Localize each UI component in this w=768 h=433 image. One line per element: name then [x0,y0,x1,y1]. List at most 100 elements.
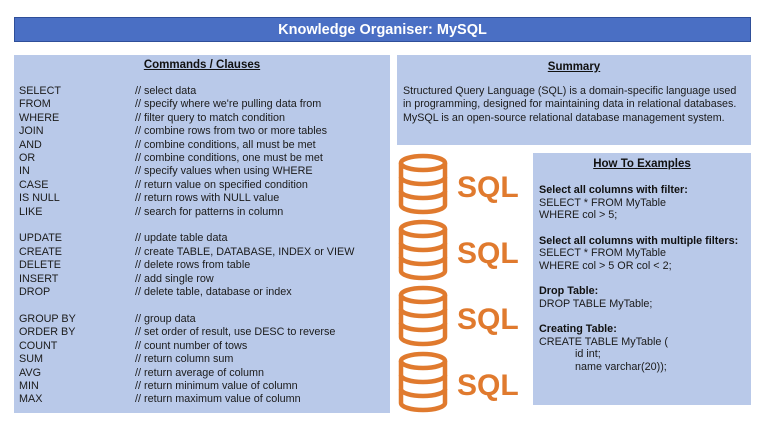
command-name: CASE [19,178,49,191]
command-description: // combine conditions, all must be met [135,138,316,151]
command-row: IS NULL// return rows with NULL value [19,192,386,205]
commands-heading: Commands / Clauses [143,59,261,71]
command-row: INSERT // add single row [19,273,386,286]
command-name: GROUP BY [19,312,76,325]
command-name: INSERT [19,272,59,285]
database-icon: SQL [398,153,519,215]
command-name: SUM [19,353,43,366]
example-block: Creating Table:CREATE TABLE MyTable ( id… [539,323,747,373]
command-description: // return maximum value of column [135,393,301,406]
example-code-line: WHERE col > 5 OR col < 2; [539,259,672,272]
command-row: IN // specify values when using WHERE [19,165,386,178]
command-description: // add single row [135,272,214,285]
command-description: // return minimum value of column [135,379,298,392]
command-row: LIKE // search for patterns in column [19,206,386,219]
command-description: // create TABLE, DATABASE, INDEX or VIEW [135,245,355,258]
command-name: MIN [19,379,39,392]
sql-database-icon: SQL [397,285,527,349]
sql-icons-column: SQL SQL SQL SQL [397,153,527,413]
example-code-line: WHERE col > 5; [539,209,618,221]
command-row: WHERE // filter query to match condition [19,112,386,125]
command-description: // delete rows from table [135,259,251,272]
command-description: // group data [135,312,196,325]
command-row: JOIN // combine rows from two or more tab… [19,125,386,138]
command-row: MAX // return maximum value of column [19,393,386,406]
summary-text: Structured Query Language (SQL) is a dom… [403,85,737,124]
command-description: // return value on specified condition [135,178,308,191]
database-icon: SQL [398,219,519,281]
command-name: COUNT [19,339,58,352]
command-row: CASE // return value on specified conditi… [19,179,386,192]
database-icon: SQL [398,351,519,413]
example-code-line: SELECT * FROM MyTable [539,196,666,209]
examples-list: Select all columns with filter:SELECT * … [539,184,747,386]
examples-heading: How To Examples [593,158,691,170]
command-description: // combine conditions, one must be met [135,152,323,165]
command-name: CREATE [19,245,62,258]
command-row: FROM // specify where we're pulling data … [19,98,386,111]
command-row: CREATE // create TABLE, DATABASE, INDEX o… [19,246,386,259]
command-description: // update table data [135,232,228,245]
command-name: LIKE [19,205,43,218]
command-name: AND [19,138,42,151]
sql-database-icon: SQL [397,219,527,283]
page-title: Knowledge Organiser: MySQL [14,17,751,42]
command-row: SUM // return column sum [19,353,386,366]
command-description: // return average of column [135,366,265,379]
command-name: WHERE [19,111,60,124]
summary-panel: Summary Structured Query Language (SQL) … [397,55,751,145]
command-name: IN [19,165,30,178]
command-description: // specify values when using WHERE [135,165,313,178]
example-title: Creating Table: [539,323,617,335]
example-code-line: id int; [539,348,601,360]
command-name: JOIN [19,125,44,138]
command-row: AVG // return average of column [19,367,386,380]
command-row: AND // combine conditions, all must be me… [19,139,386,152]
example-block: Drop Table:DROP TABLE MyTable; [539,285,747,310]
example-title: Select all columns with multiple filters… [539,234,739,247]
command-name: DELETE [19,259,62,272]
command-description: // filter query to match condition [135,111,286,124]
command-row: DROP // delete table, database or index [19,286,386,299]
command-description: // return rows with NULL value [135,192,280,205]
command-name: SELECT [19,85,62,97]
summary-heading: Summary [547,61,601,73]
sql-label: SQL [457,171,519,204]
sql-database-icon: SQL [397,153,527,217]
command-name: AVG [19,366,41,379]
example-block: Select all columns with filter:SELECT * … [539,184,747,222]
example-code-line: SELECT * FROM MyTable [539,247,666,259]
command-name: OR [19,152,36,165]
command-description: // combine rows from two or more tables [135,125,328,138]
command-name: FROM [19,98,51,111]
command-row: GROUP BY // group data [19,313,386,326]
command-name: DROP [19,286,51,299]
command-name: UPDATE [19,232,62,245]
command-row: UPDATE // update table data [19,232,386,245]
example-code-line: name varchar(20)); [539,360,667,373]
database-icon: SQL [398,285,519,347]
command-name: MAX [19,393,43,406]
command-description: // specify where we're pulling data from [135,98,322,111]
command-row: COUNT // count number of tows [19,340,386,353]
command-description: // set order of result, use DESC to reve… [135,326,336,339]
example-code-line: CREATE TABLE MyTable ( [539,335,668,348]
command-name: ORDER BY [19,326,76,339]
example-block: Select all columns with multiple filters… [539,235,747,273]
sql-label: SQL [457,237,519,270]
sql-label: SQL [457,303,519,336]
examples-panel: How To Examples Select all columns with … [533,153,751,405]
command-row: OR // combine conditions, one must be met [19,152,386,165]
command-row: SELECT// select data [19,85,386,98]
command-description: // return column sum [135,353,234,366]
command-description: // count number of tows [135,339,248,352]
sql-database-icon: SQL [397,351,527,415]
example-title: Drop Table: [539,285,599,297]
command-description: // delete table, database or index [135,286,292,299]
command-description: // search for patterns in column [135,205,284,218]
command-row: MIN // return minimum value of column [19,380,386,393]
